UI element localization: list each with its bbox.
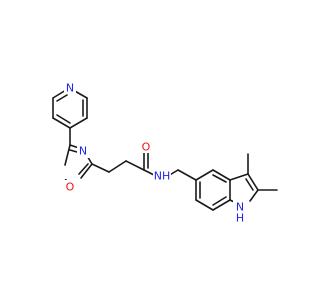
indole-hydrogen-label: H: [236, 212, 244, 225]
bond-pyr-3: [69, 117, 88, 129]
oxadiazole-nitrogen-label: N: [79, 145, 87, 158]
bond-pyr-4: [52, 117, 71, 129]
bond-oxd-3: [80, 163, 93, 179]
bond-ind-b5b: [212, 174, 227, 183]
bond-ind-p2: [247, 173, 259, 191]
amide-nh-label: NH: [154, 170, 171, 183]
bond-chain-2: [108, 160, 127, 173]
bond-ind-b3b: [212, 196, 227, 206]
bond-ind-p3: [249, 189, 259, 202]
bond-chain-1: [91, 163, 110, 173]
atom-labels: N N O O NH N H: [58, 81, 247, 225]
indole-nitrogen-label: N: [236, 201, 244, 214]
bond-pyr-6b: [56, 94, 68, 102]
bond-ind-b6: [195, 169, 214, 181]
bond-pyr-6: [52, 89, 67, 99]
bond-pyr-4b: [56, 114, 71, 124]
molecule-structure-diagram: N N O O NH N H: [52, 81, 278, 225]
amide-oxygen-label: O: [142, 141, 151, 154]
bond-ind-p1: [229, 173, 249, 181]
bond-oxd-4: [64, 144, 71, 166]
bond-ind-b5: [212, 169, 231, 181]
bond-ind-p2b: [245, 178, 254, 191]
bond-ind-b2: [195, 199, 214, 211]
bond-oxd-1b: [69, 149, 78, 153]
bond-oxd-3b: [78, 163, 89, 175]
oxadiazole-oxygen-label: O: [66, 181, 75, 194]
bond-ind-b3: [212, 199, 231, 211]
bond-nch2-2: [177, 169, 197, 181]
bond-chain-3: [125, 160, 145, 171]
pyridine-nitrogen-label: N: [66, 82, 74, 95]
